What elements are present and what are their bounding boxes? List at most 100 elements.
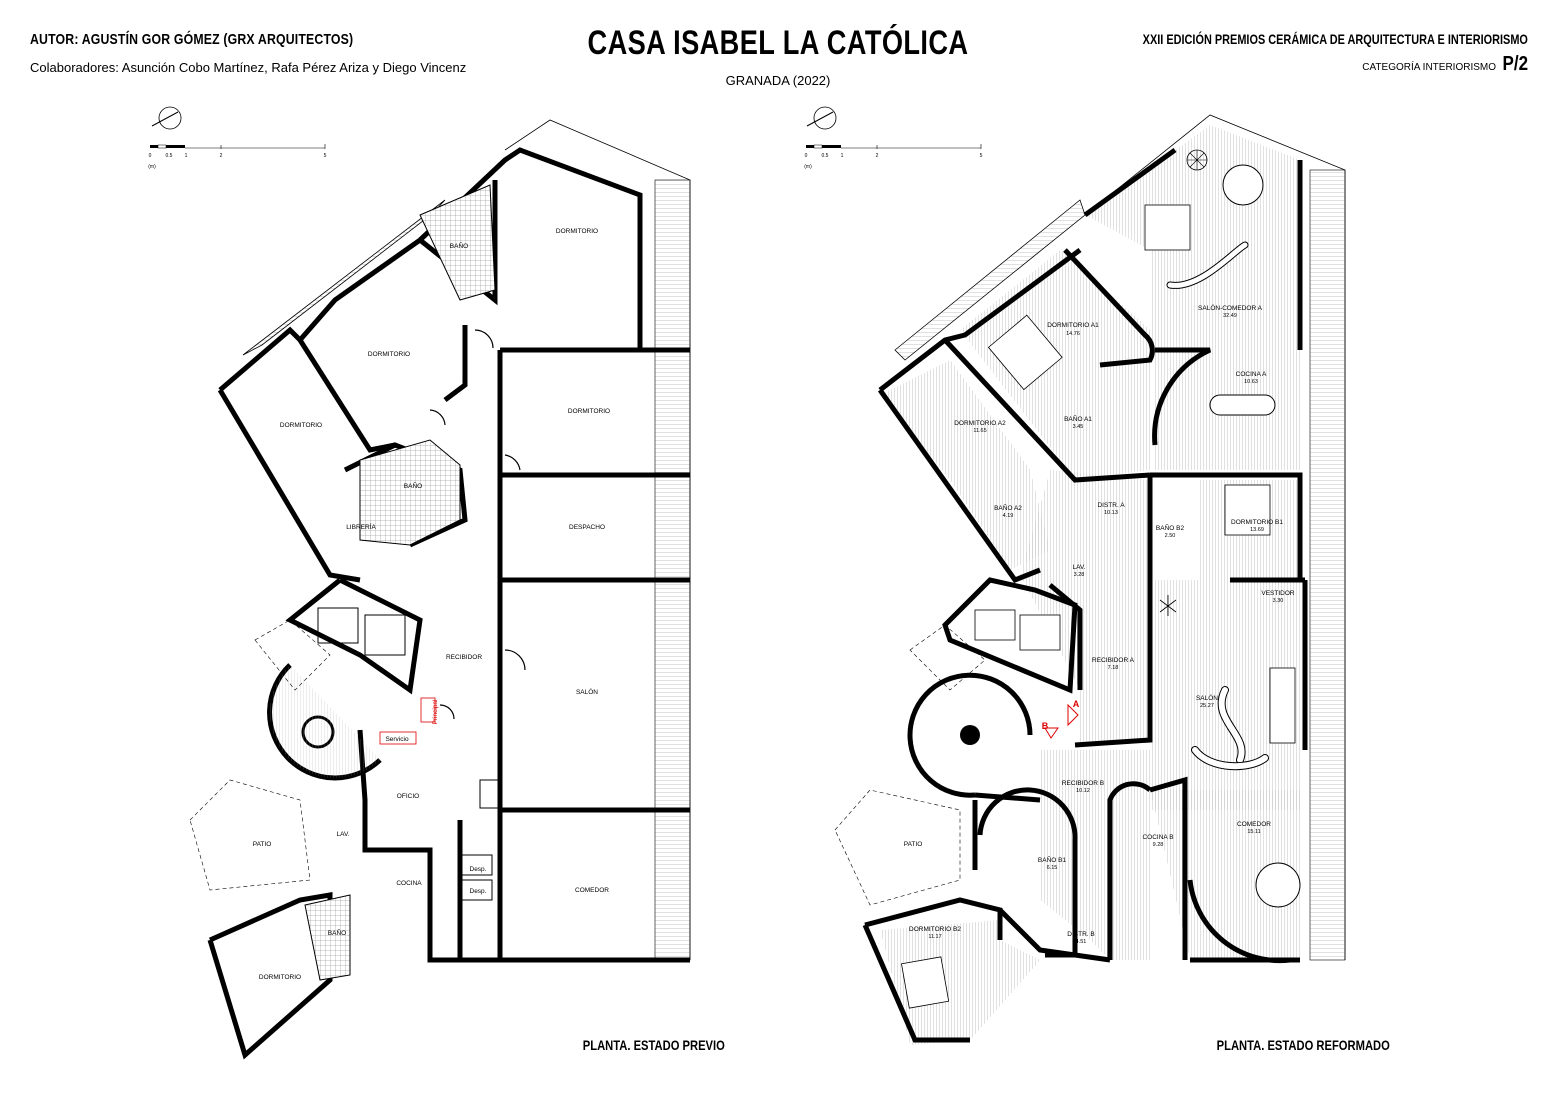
- scale-bar-right: 0 0.5 1 2 5 (m): [804, 144, 983, 170]
- room-dormitorio-b1: DORMITORIO B1: [1231, 519, 1283, 526]
- room-bano: BAÑO: [450, 241, 468, 250]
- page-number: P/2: [1502, 53, 1528, 75]
- area-salon: 25.27: [1200, 703, 1214, 709]
- section-mark-b-label: B: [1042, 721, 1049, 731]
- scale-tick-5: 5: [324, 153, 327, 159]
- area-cocina-a: 10.63: [1244, 379, 1258, 385]
- award-label: XXII EDICIÓN PREMIOS CERÁMICA DE ARQUITE…: [1142, 31, 1528, 47]
- room-bano-a1: BAÑO A1: [1064, 414, 1092, 423]
- area-recibidor-a: 7.18: [1108, 665, 1119, 671]
- area-lav: 3.28: [1074, 572, 1085, 578]
- room-bano: BAÑO: [328, 928, 346, 937]
- scale-tick-2: 2: [876, 153, 879, 159]
- scale-tick-1: 1: [841, 153, 844, 159]
- scale-tick-05: 0.5: [166, 153, 173, 159]
- section-mark-a-icon: [1067, 703, 1079, 727]
- north-arrow-left: [151, 106, 182, 130]
- area-comedor: 15.11: [1247, 829, 1260, 835]
- room-dormitorio: DORMITORIO: [368, 351, 410, 358]
- room-despacho: DESPACHO: [569, 524, 605, 531]
- room-distr-a: DISTR. A: [1097, 502, 1125, 509]
- room-comedor: COMEDOR: [575, 887, 609, 894]
- room-recibidor: RECIBIDOR: [446, 654, 482, 661]
- room-lav: LAV.: [336, 831, 349, 838]
- area-recibidor-b: 10.12: [1076, 788, 1090, 794]
- plant-icon: [1159, 595, 1177, 616]
- entrance-marker-servicio: [379, 731, 417, 745]
- room-comedor: COMEDOR: [1237, 821, 1271, 828]
- scale-unit: (m): [804, 164, 812, 170]
- plan-previous: [189, 119, 691, 1060]
- room-bano-b1: BAÑO B1: [1038, 855, 1067, 864]
- room-desp: Desp.: [470, 888, 487, 895]
- entrance-servicio: Servicio: [385, 736, 409, 743]
- scale-tick-1: 1: [185, 153, 188, 159]
- scale-unit: (m): [148, 164, 156, 170]
- area-bano-b1: 6.15: [1047, 865, 1058, 871]
- balcony-railing: [654, 179, 691, 961]
- room-desp: Desp.: [470, 866, 487, 873]
- room-bano-b2: BAÑO B2: [1156, 523, 1185, 532]
- room-bano-a2: BAÑO A2: [994, 503, 1022, 512]
- room-dormitorio: DORMITORIO: [280, 422, 322, 429]
- plant-icon: [1186, 149, 1208, 171]
- scale-tick-5: 5: [980, 153, 983, 159]
- plan-reformed-labels: SALÓN-COMEDOR A 32.49 DORMITORIO A1 14.7…: [904, 303, 1295, 945]
- scale-tick-0: 0: [805, 153, 808, 159]
- entrance-marker-principal: [420, 697, 436, 723]
- room-cocina-b: COCINA B: [1142, 834, 1173, 841]
- area-dormitorio-b2: 11.17: [928, 934, 941, 940]
- scale-tick-05: 0.5: [822, 153, 829, 159]
- room-dormitorio: DORMITORIO: [259, 974, 301, 981]
- area-vestidor: 3.30: [1273, 598, 1284, 604]
- area-distr-a: 10.13: [1104, 510, 1118, 516]
- area-cocina-b: 9.28: [1153, 842, 1164, 848]
- author-label: AUTOR: AGUSTÍN GOR GÓMEZ (GRX ARQUITECTO…: [30, 31, 354, 48]
- scale-tick-0: 0: [149, 153, 152, 159]
- room-oficio: OFICIO: [397, 793, 419, 800]
- entrance-principal: Principal: [432, 699, 439, 724]
- room-libreria: LIBRERÍA: [346, 522, 376, 531]
- room-salon-comedor-a: SALÓN-COMEDOR A: [1198, 303, 1263, 312]
- location-label: GRANADA (2022): [725, 73, 831, 88]
- area-bano-b2: 2.50: [1165, 533, 1176, 539]
- room-distr-b: DISTR. B: [1067, 931, 1094, 938]
- page-title: CASA ISABEL LA CATÓLICA: [587, 24, 969, 62]
- room-vestidor: VESTIDOR: [1261, 590, 1295, 597]
- area-dormitorio-a1: 14.76: [1066, 331, 1080, 337]
- north-arrow-right: [806, 106, 837, 130]
- section-mark-a-label: A: [1073, 699, 1080, 709]
- area-salon-comedor-a: 32.49: [1223, 313, 1237, 319]
- room-cocina-a: COCINA A: [1236, 371, 1267, 378]
- room-bano: BAÑO: [404, 481, 422, 490]
- room-patio: PATIO: [253, 841, 272, 848]
- room-recibidor-a: RECIBIDOR A: [1092, 657, 1135, 664]
- room-cocina: COCINA: [396, 880, 422, 887]
- terrace-railing: [242, 199, 446, 356]
- area-bano-a1: 3.45: [1073, 424, 1084, 430]
- area-dormitorio-b1: 13.69: [1250, 527, 1264, 533]
- caption-reformed-plan: PLANTA. ESTADO REFORMADO: [1216, 1037, 1390, 1053]
- room-patio: PATIO: [904, 841, 923, 848]
- plan-previous-labels: DORMITORIO BAÑO DORMITORIO DORMITORIO DO…: [253, 228, 610, 981]
- room-salon: SALÓN: [1196, 693, 1218, 702]
- plan-reformed: [834, 114, 1346, 1045]
- room-dormitorio: DORMITORIO: [556, 228, 598, 235]
- area-bano-a2: 4.19: [1003, 513, 1014, 519]
- caption-previous-plan: PLANTA. ESTADO PREVIO: [582, 1037, 725, 1053]
- room-dormitorio-b2: DORMITORIO B2: [909, 926, 961, 933]
- room-lav: LAV.: [1072, 564, 1085, 571]
- area-distr-b: 4.51: [1076, 939, 1087, 945]
- room-dormitorio: DORMITORIO: [568, 408, 610, 415]
- category-label: CATEGORÍA INTERIORISMO: [1362, 62, 1496, 73]
- room-dormitorio-a2: DORMITORIO A2: [954, 420, 1006, 427]
- room-salon: SALÓN: [576, 687, 598, 696]
- scale-bar-left: 0 0.5 1 2 5 (m): [148, 144, 327, 170]
- room-dormitorio-a1: DORMITORIO A1: [1047, 322, 1099, 329]
- section-mark-b-icon: [1044, 727, 1059, 739]
- room-recibidor-b: RECIBIDOR B: [1062, 780, 1104, 787]
- collaborators-label: Colaboradores: Asunción Cobo Martínez, R…: [30, 60, 467, 75]
- scale-tick-2: 2: [220, 153, 223, 159]
- area-dormitorio-a2: 11.65: [973, 428, 986, 434]
